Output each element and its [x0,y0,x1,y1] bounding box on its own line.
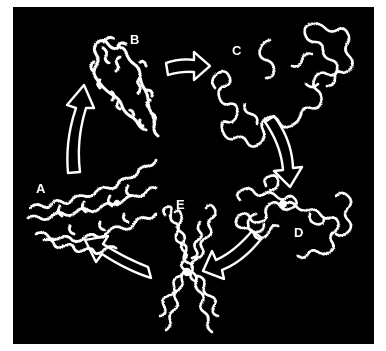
arrow-e-to-a [85,236,151,278]
stage-label-e: E [176,198,185,211]
arrow-d-to-e [203,231,262,279]
arrow-a-to-b [67,85,94,173]
centromere-stage-d [279,200,287,208]
centromere-stage-a [114,200,120,206]
centromere-stage-e [183,268,191,276]
stage-label-a: A [36,182,45,195]
chromosome-stage-b [91,38,158,137]
stage-label-b: B [130,33,139,46]
stage-label-c: C [232,44,241,57]
stage-label-d: D [294,226,303,239]
arrow-b-to-c [166,52,210,80]
